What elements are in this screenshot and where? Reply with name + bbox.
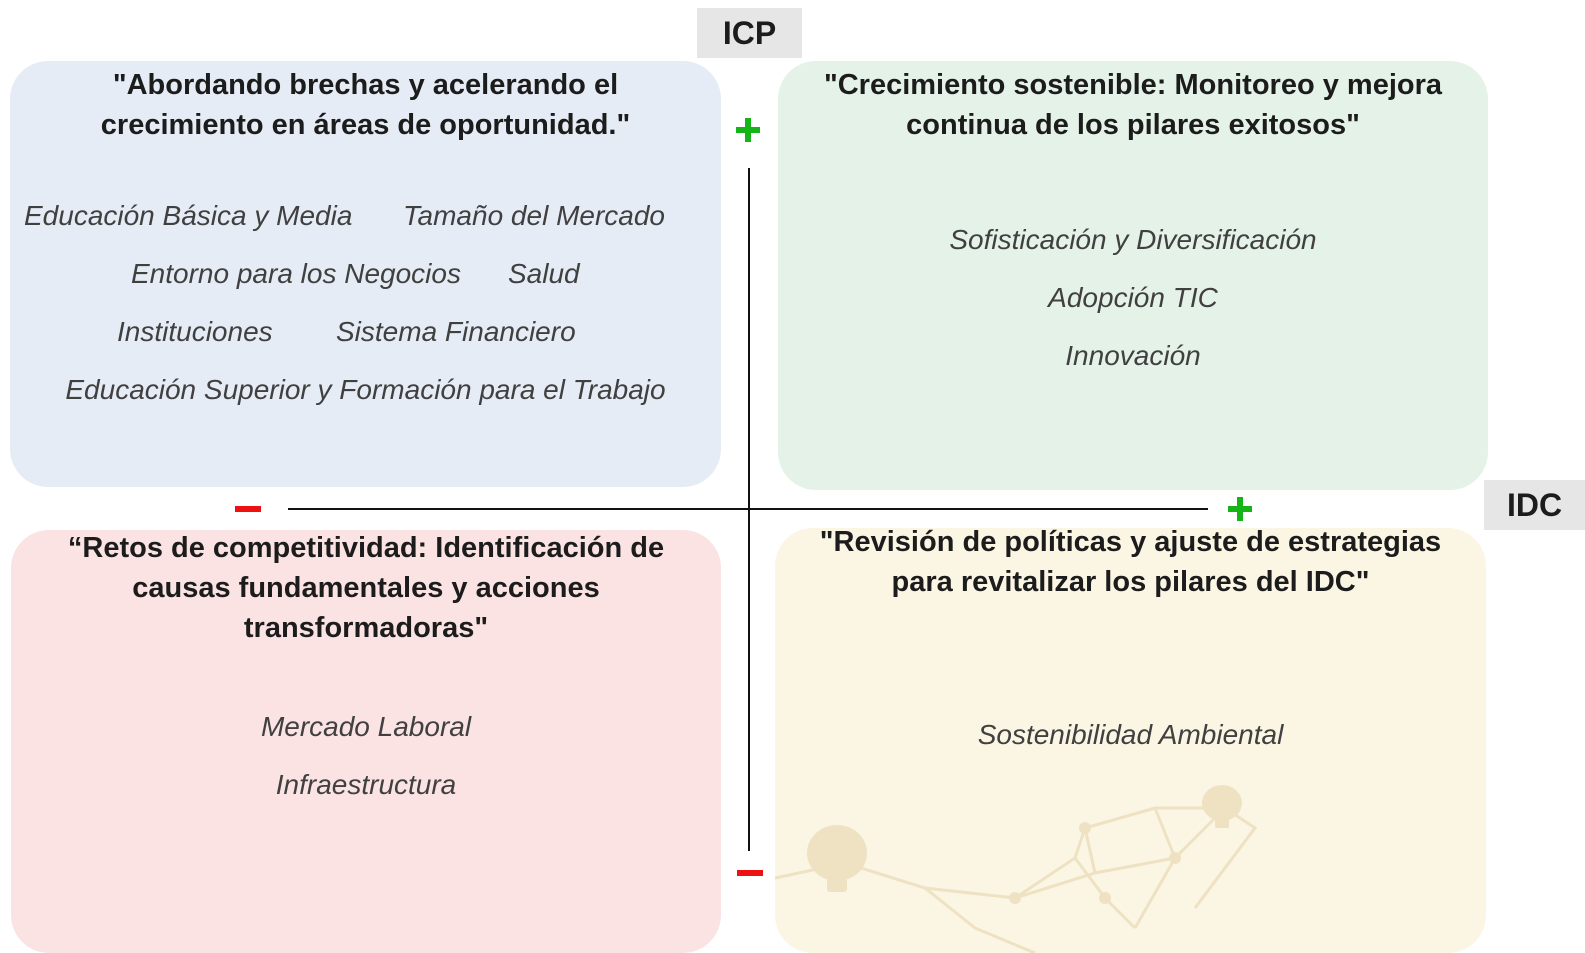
quadrant-title-line: causas fundamentales y acciones <box>132 572 600 604</box>
pillar-item: Infraestructura <box>275 769 457 800</box>
quadrant-title-line: "Crecimiento sostenible: Monitoreo y mej… <box>823 69 1443 101</box>
idc-horizontal-axis <box>288 508 1208 510</box>
pillar-item: Sistema Financiero <box>336 316 576 347</box>
minus-sign-icon <box>737 870 763 876</box>
quadrant-title-line: "Abordando brechas y acelerando el <box>112 69 619 101</box>
quadrant-title-line: “Retos de competitividad: Identificación… <box>67 532 665 564</box>
plus-sign-icon <box>736 118 760 142</box>
quadrant-bottom-right: "Revisión de políticas y ajuste de estra… <box>775 528 1486 953</box>
pillar-item: Educación Básica y Media <box>24 200 353 231</box>
pillar-item: Tamaño del Mercado <box>403 200 666 231</box>
pillar-item: Instituciones <box>117 316 273 347</box>
quadrant-title-line: crecimiento en áreas de oportunidad." <box>100 109 631 141</box>
idc-axis-label: IDC <box>1484 480 1585 530</box>
pillar-item: Mercado Laboral <box>260 711 472 742</box>
quadrant-bottom-left: “Retos de competitividad: Identificación… <box>11 530 721 953</box>
quadrant-title-line: continua de los pilares exitosos" <box>906 109 1360 141</box>
quadrant-title-line: para revitalizar los pilares del IDC" <box>891 566 1370 598</box>
quadrant-title-line: "Revisión de políticas y ajuste de estra… <box>819 528 1442 558</box>
pillar-item: Entorno para los Negocios <box>131 258 461 289</box>
pillar-item: Salud <box>508 258 580 289</box>
quadrant-title-line: transformadoras" <box>243 612 489 644</box>
quadrant-top-left: "Abordando brechas y acelerando el creci… <box>10 61 721 487</box>
icp-axis-label: ICP <box>697 8 802 58</box>
pillar-item: Educación Superior y Formación para el T… <box>65 374 666 405</box>
minus-sign-icon <box>235 506 261 512</box>
pillar-item: Sostenibilidad Ambiental <box>977 719 1284 750</box>
plus-sign-icon <box>1228 497 1252 521</box>
quadrant-top-right: "Crecimiento sostenible: Monitoreo y mej… <box>778 61 1488 490</box>
pillar-item: Adopción TIC <box>1048 282 1218 313</box>
pillar-item: Innovación <box>1065 340 1201 371</box>
pillar-item: Sofisticación y Diversificación <box>949 224 1317 255</box>
network-lightbulb-watermark <box>775 785 1258 953</box>
